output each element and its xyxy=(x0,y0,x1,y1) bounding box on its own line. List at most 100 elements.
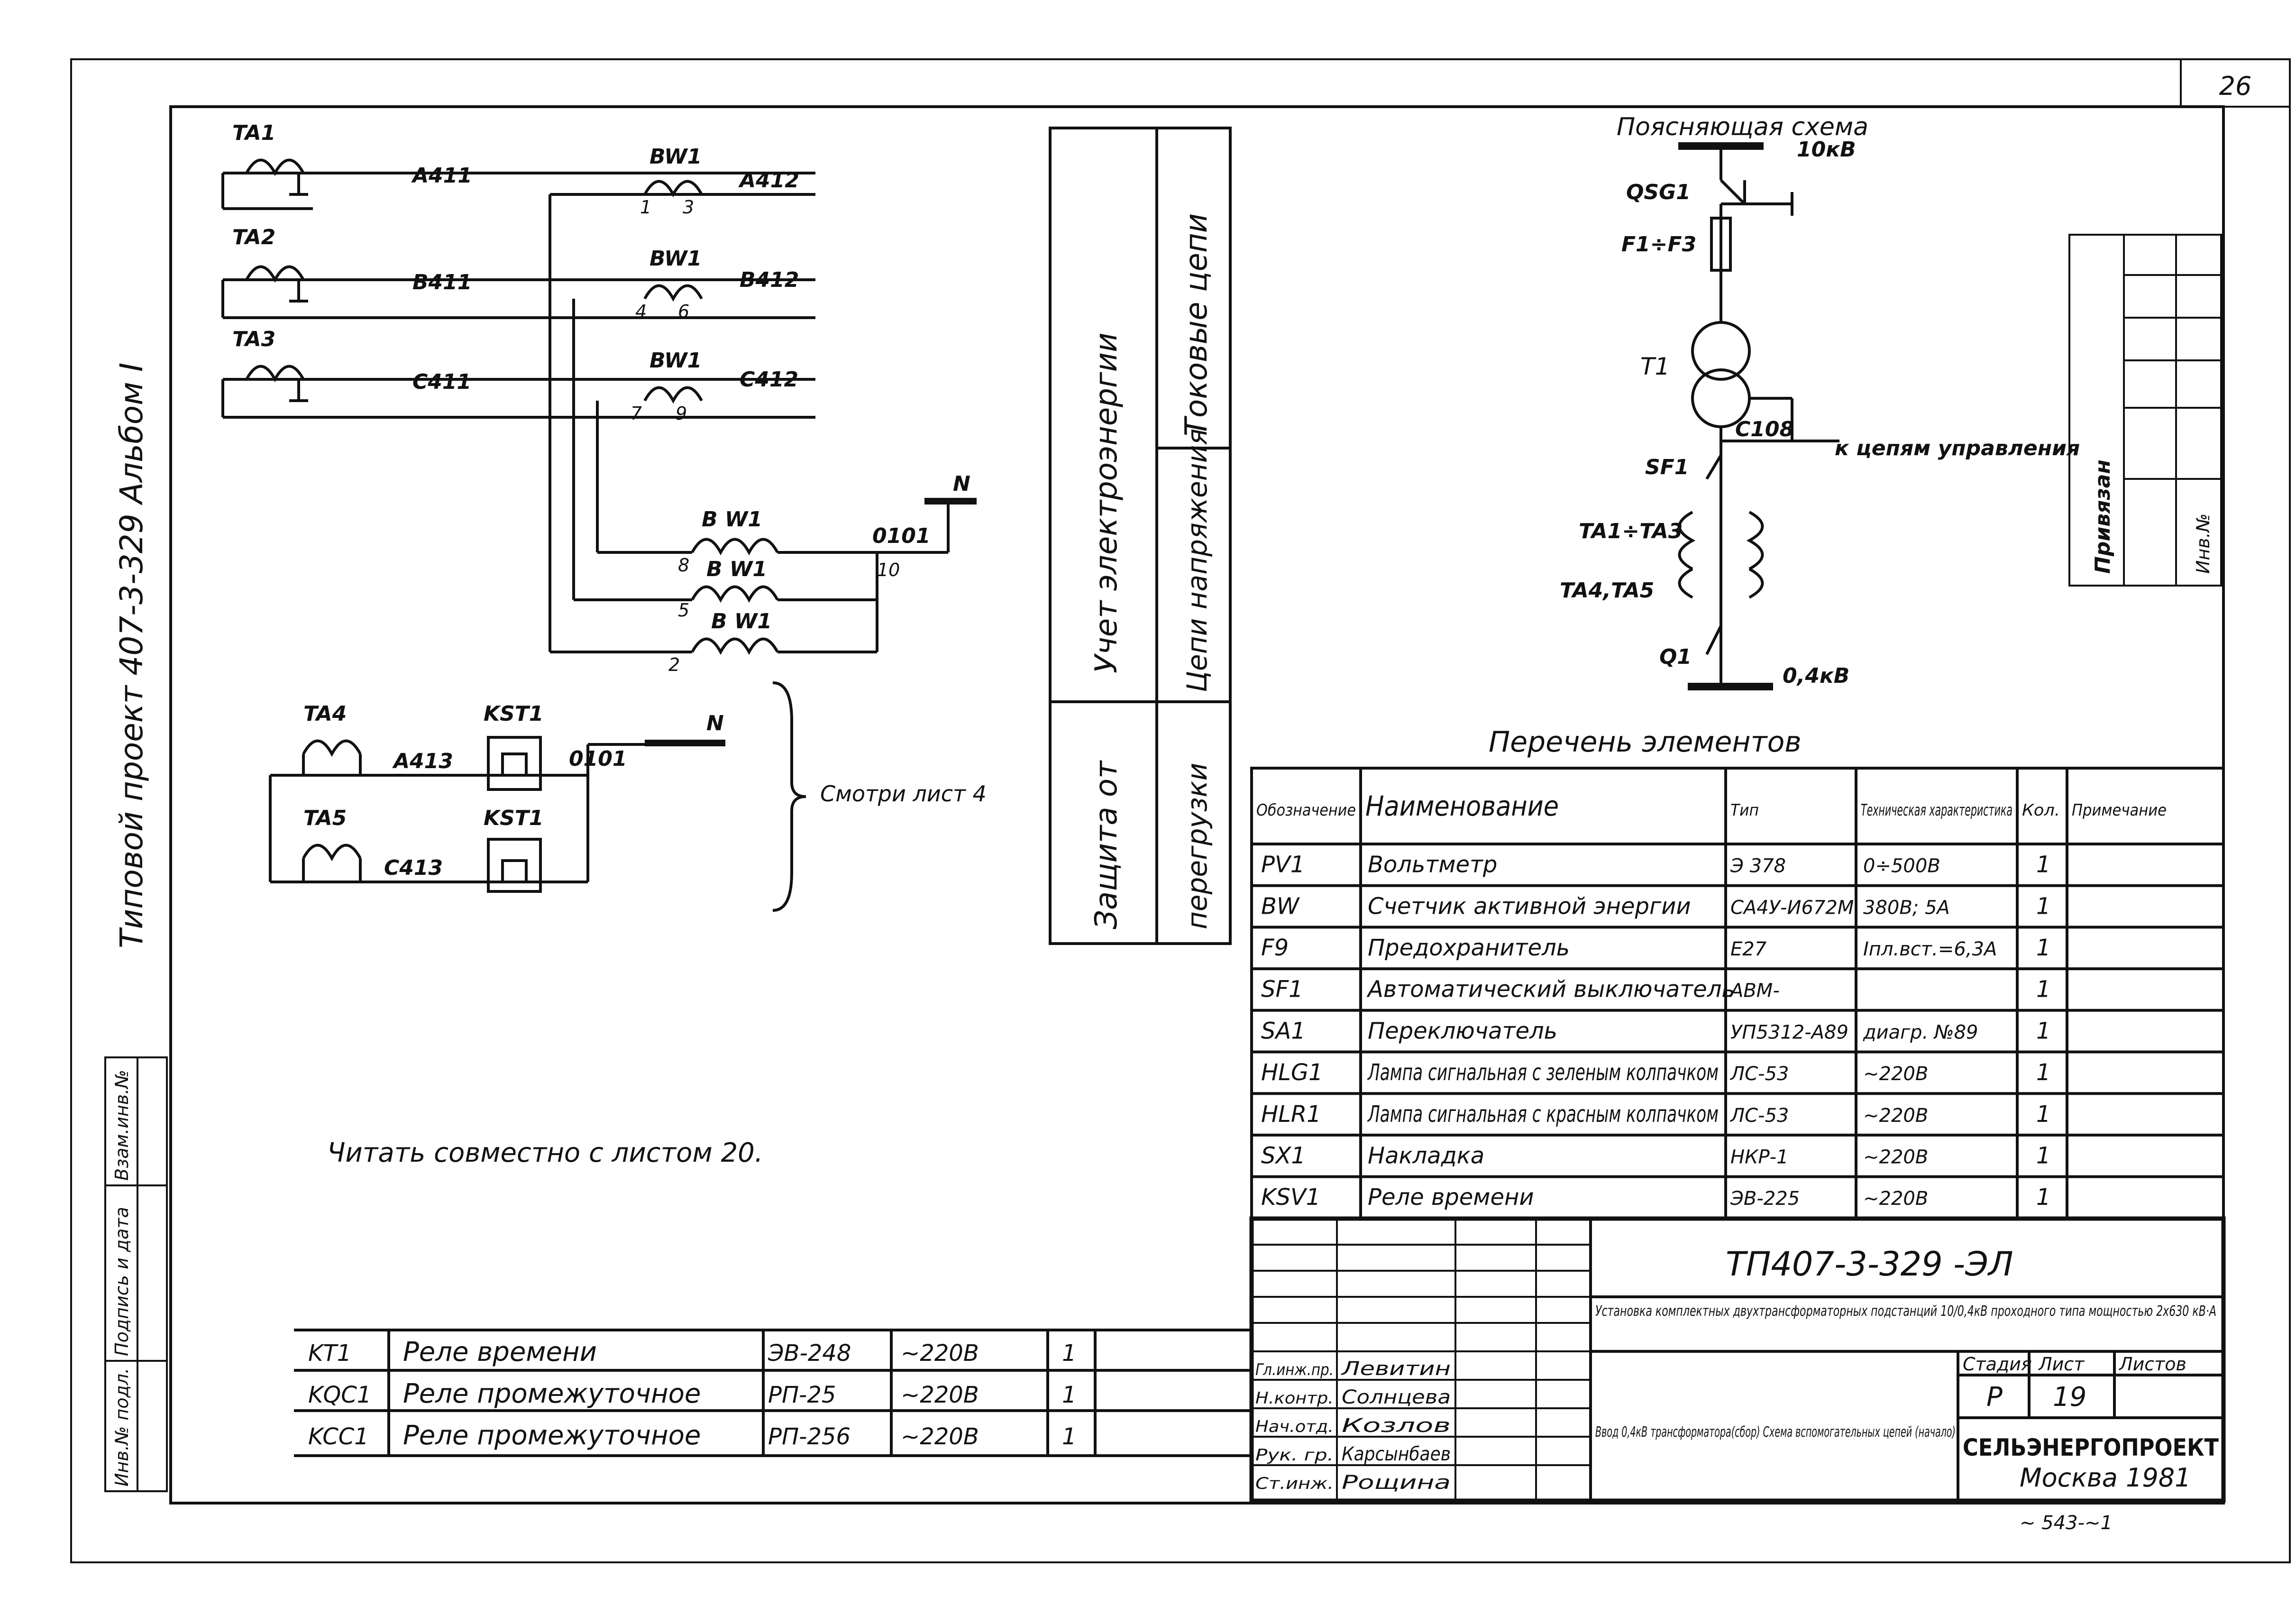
label-qsg1: QSG1 xyxy=(1626,180,1691,204)
hv-bus xyxy=(1678,142,1764,150)
extra-cell-r2-c4: 1 xyxy=(1062,1423,1077,1450)
elements-cell-r7-c2: НКР-1 xyxy=(1730,1147,1788,1168)
stage-value: Р xyxy=(1986,1382,2003,1413)
name-1: Солнцева xyxy=(1342,1386,1451,1408)
elements-cell-r1-c1: Счетчик активной энергии xyxy=(1368,893,1691,919)
label-c411: C411 xyxy=(412,370,471,394)
func-voltage: Цепи напряжения xyxy=(1181,429,1213,692)
kst1-relay-b xyxy=(487,838,542,893)
privyazan-label: Привязан xyxy=(2091,459,2115,574)
label-ta4-ta5: TA4,TA5 xyxy=(1560,578,1654,603)
stamp-inv-podl: Инв.№ подл. xyxy=(111,1368,132,1486)
elements-cell-r7-c0: SX1 xyxy=(1261,1143,1306,1169)
project-title: Установка комплектных двухтрансформаторн… xyxy=(1595,1303,2216,1320)
extra-cell-r2-c1: Реле промежуточное xyxy=(403,1420,701,1451)
overload-circuits: TA4 A413 KST1 0101 N TA5 C413 KST1 Смотр… xyxy=(269,681,987,912)
elements-cell-r6-c2: ЛС-53 xyxy=(1729,1105,1789,1127)
sheet-label: Лист xyxy=(2038,1354,2085,1375)
scheme-title: Поясняющая схема xyxy=(1617,113,1868,141)
label-ta1-ta3: TA1÷TA3 xyxy=(1579,519,1683,543)
extra-cell-r1-c1: Реле промежуточное xyxy=(403,1378,701,1409)
elements-cell-r4-c3: диагр. №89 xyxy=(1863,1021,1978,1043)
elements-header-3: Техническая характеристика xyxy=(1861,801,2012,820)
label-c413: C413 xyxy=(384,856,443,880)
elements-cell-r6-c0: HLR1 xyxy=(1261,1101,1321,1128)
ta4-ta5-symbol xyxy=(1678,568,1693,599)
ta5-coil xyxy=(302,844,362,862)
label-kst1-b: KST1 xyxy=(484,806,543,830)
extra-cell-r1-c3: ~220В xyxy=(901,1382,979,1408)
city-year: Москва 1981 xyxy=(2020,1463,2191,1493)
elements-cell-r5-c1: Лампа сигнальная с зеленым колпачком xyxy=(1367,1059,1719,1086)
elements-cell-r8-c2: ЭВ-225 xyxy=(1730,1188,1800,1210)
svg-text:3: 3 xyxy=(683,197,694,218)
stage-label: Стадия xyxy=(1963,1354,2032,1375)
elements-cell-r0-c1: Вольтметр xyxy=(1368,852,1497,878)
sheet-number: 26 xyxy=(2219,71,2252,101)
label-b412: B412 xyxy=(740,268,799,292)
elements-cell-r3-c2: АВМ- xyxy=(1729,980,1780,1002)
label-bw1-a: BW1 xyxy=(649,145,702,169)
elements-cell-r0-c3: 0÷500В xyxy=(1863,855,1940,877)
role-0: Гл.инж.пр. xyxy=(1255,1360,1334,1379)
role-2: Нач.отд. xyxy=(1255,1417,1334,1436)
function-table: Учет электроэнергии Токовые цепи Цепи на… xyxy=(1049,127,1232,945)
svg-text:C108: C108 xyxy=(1735,417,1794,441)
elements-cell-r5-c3: ~220В xyxy=(1863,1063,1928,1085)
extra-cell-r0-c3: ~220В xyxy=(901,1340,979,1367)
left-stamp: Инв.№ подл. Подпись и дата Взам.инв.№ xyxy=(104,1056,168,1492)
func-metering: Учет электроэнергии xyxy=(1089,332,1124,673)
bw1-voltage-coil-3 xyxy=(691,637,779,655)
svg-text:N: N xyxy=(953,472,970,496)
label-sf1: SF1 xyxy=(1645,455,1689,479)
svg-text:10: 10 xyxy=(877,560,900,580)
elements-cell-r8-c0: KSV1 xyxy=(1261,1184,1320,1211)
svg-text:4: 4 xyxy=(635,301,647,322)
label-c412: C412 xyxy=(740,367,798,392)
explanatory-scheme: Поясняющая схема 10кВ QSG1 F1÷F3 T1 C108… xyxy=(1560,113,2080,690)
read-together-note: Читать совместно с листом 20. xyxy=(327,1138,763,1168)
elements-cell-r8-c3: ~220В xyxy=(1863,1188,1928,1210)
voltage-circuits: B W1 8 B W1 5 B W1 2 0101 10 N xyxy=(550,472,977,675)
label-bw1-c: BW1 xyxy=(649,349,702,373)
organization: СЕЛЬЭНЕРГОПРОЕКТ xyxy=(1963,1434,2219,1461)
extra-cell-r1-c2: РП-25 xyxy=(768,1382,836,1408)
elements-list-title: Перечень элементов xyxy=(1489,725,1802,759)
svg-text:8: 8 xyxy=(678,555,689,576)
elements-cell-r1-c4: 1 xyxy=(2036,893,2051,919)
elements-cell-r6-c1: Лампа сигнальная с красным колпачком xyxy=(1367,1101,1719,1128)
extra-cell-r2-c2: РП-256 xyxy=(768,1423,851,1450)
extra-cell-r0-c0: KT1 xyxy=(308,1340,351,1367)
neutral-bus-1 xyxy=(924,498,977,505)
outer-frame xyxy=(70,58,2291,1563)
svg-text:2: 2 xyxy=(668,654,680,675)
transformer-winding-1 xyxy=(1691,321,1751,381)
elements-cell-r2-c2: Е27 xyxy=(1730,938,1767,960)
ta3-coil xyxy=(245,365,305,383)
album-label: Типовой проект 407-3-329 Альбом I xyxy=(113,363,150,948)
elements-cell-r0-c2: Э 378 xyxy=(1730,855,1786,877)
elements-cell-r8-c4: 1 xyxy=(2036,1184,2051,1211)
stamp-vzam: Взам.инв.№ xyxy=(111,1070,132,1181)
elements-header-1: Наименование xyxy=(1365,790,1559,822)
label-b411: B411 xyxy=(412,270,472,294)
elements-cell-r4-c4: 1 xyxy=(2036,1018,2051,1044)
elements-cell-r2-c3: Iпл.вст.=6,3А xyxy=(1863,938,1997,960)
svg-text:10кВ: 10кВ xyxy=(1797,138,1856,162)
elements-cell-r2-c0: F9 xyxy=(1261,935,1289,961)
extra-cell-r0-c1: Реле времени xyxy=(403,1337,597,1367)
extra-cell-r2-c3: ~220В xyxy=(901,1423,979,1450)
neutral-bus-2 xyxy=(645,740,725,746)
kst1-relay-a xyxy=(487,736,542,791)
extra-cell-r0-c2: ЭВ-248 xyxy=(768,1340,851,1367)
elements-cell-r6-c3: ~220В xyxy=(1863,1105,1928,1127)
bw1-coil-a xyxy=(643,180,703,198)
elements-cell-r5-c2: ЛС-53 xyxy=(1729,1063,1789,1085)
func-current: Токовые цепи xyxy=(1179,213,1214,436)
elements-cell-r3-c0: SF1 xyxy=(1261,976,1303,1003)
name-4: Рощина xyxy=(1342,1472,1451,1494)
elements-cell-r5-c0: HLG1 xyxy=(1261,1059,1323,1086)
svg-text:0101: 0101 xyxy=(872,524,930,548)
label-bw1-b: BW1 xyxy=(649,247,702,271)
sheet-value: 19 xyxy=(2053,1382,2086,1413)
